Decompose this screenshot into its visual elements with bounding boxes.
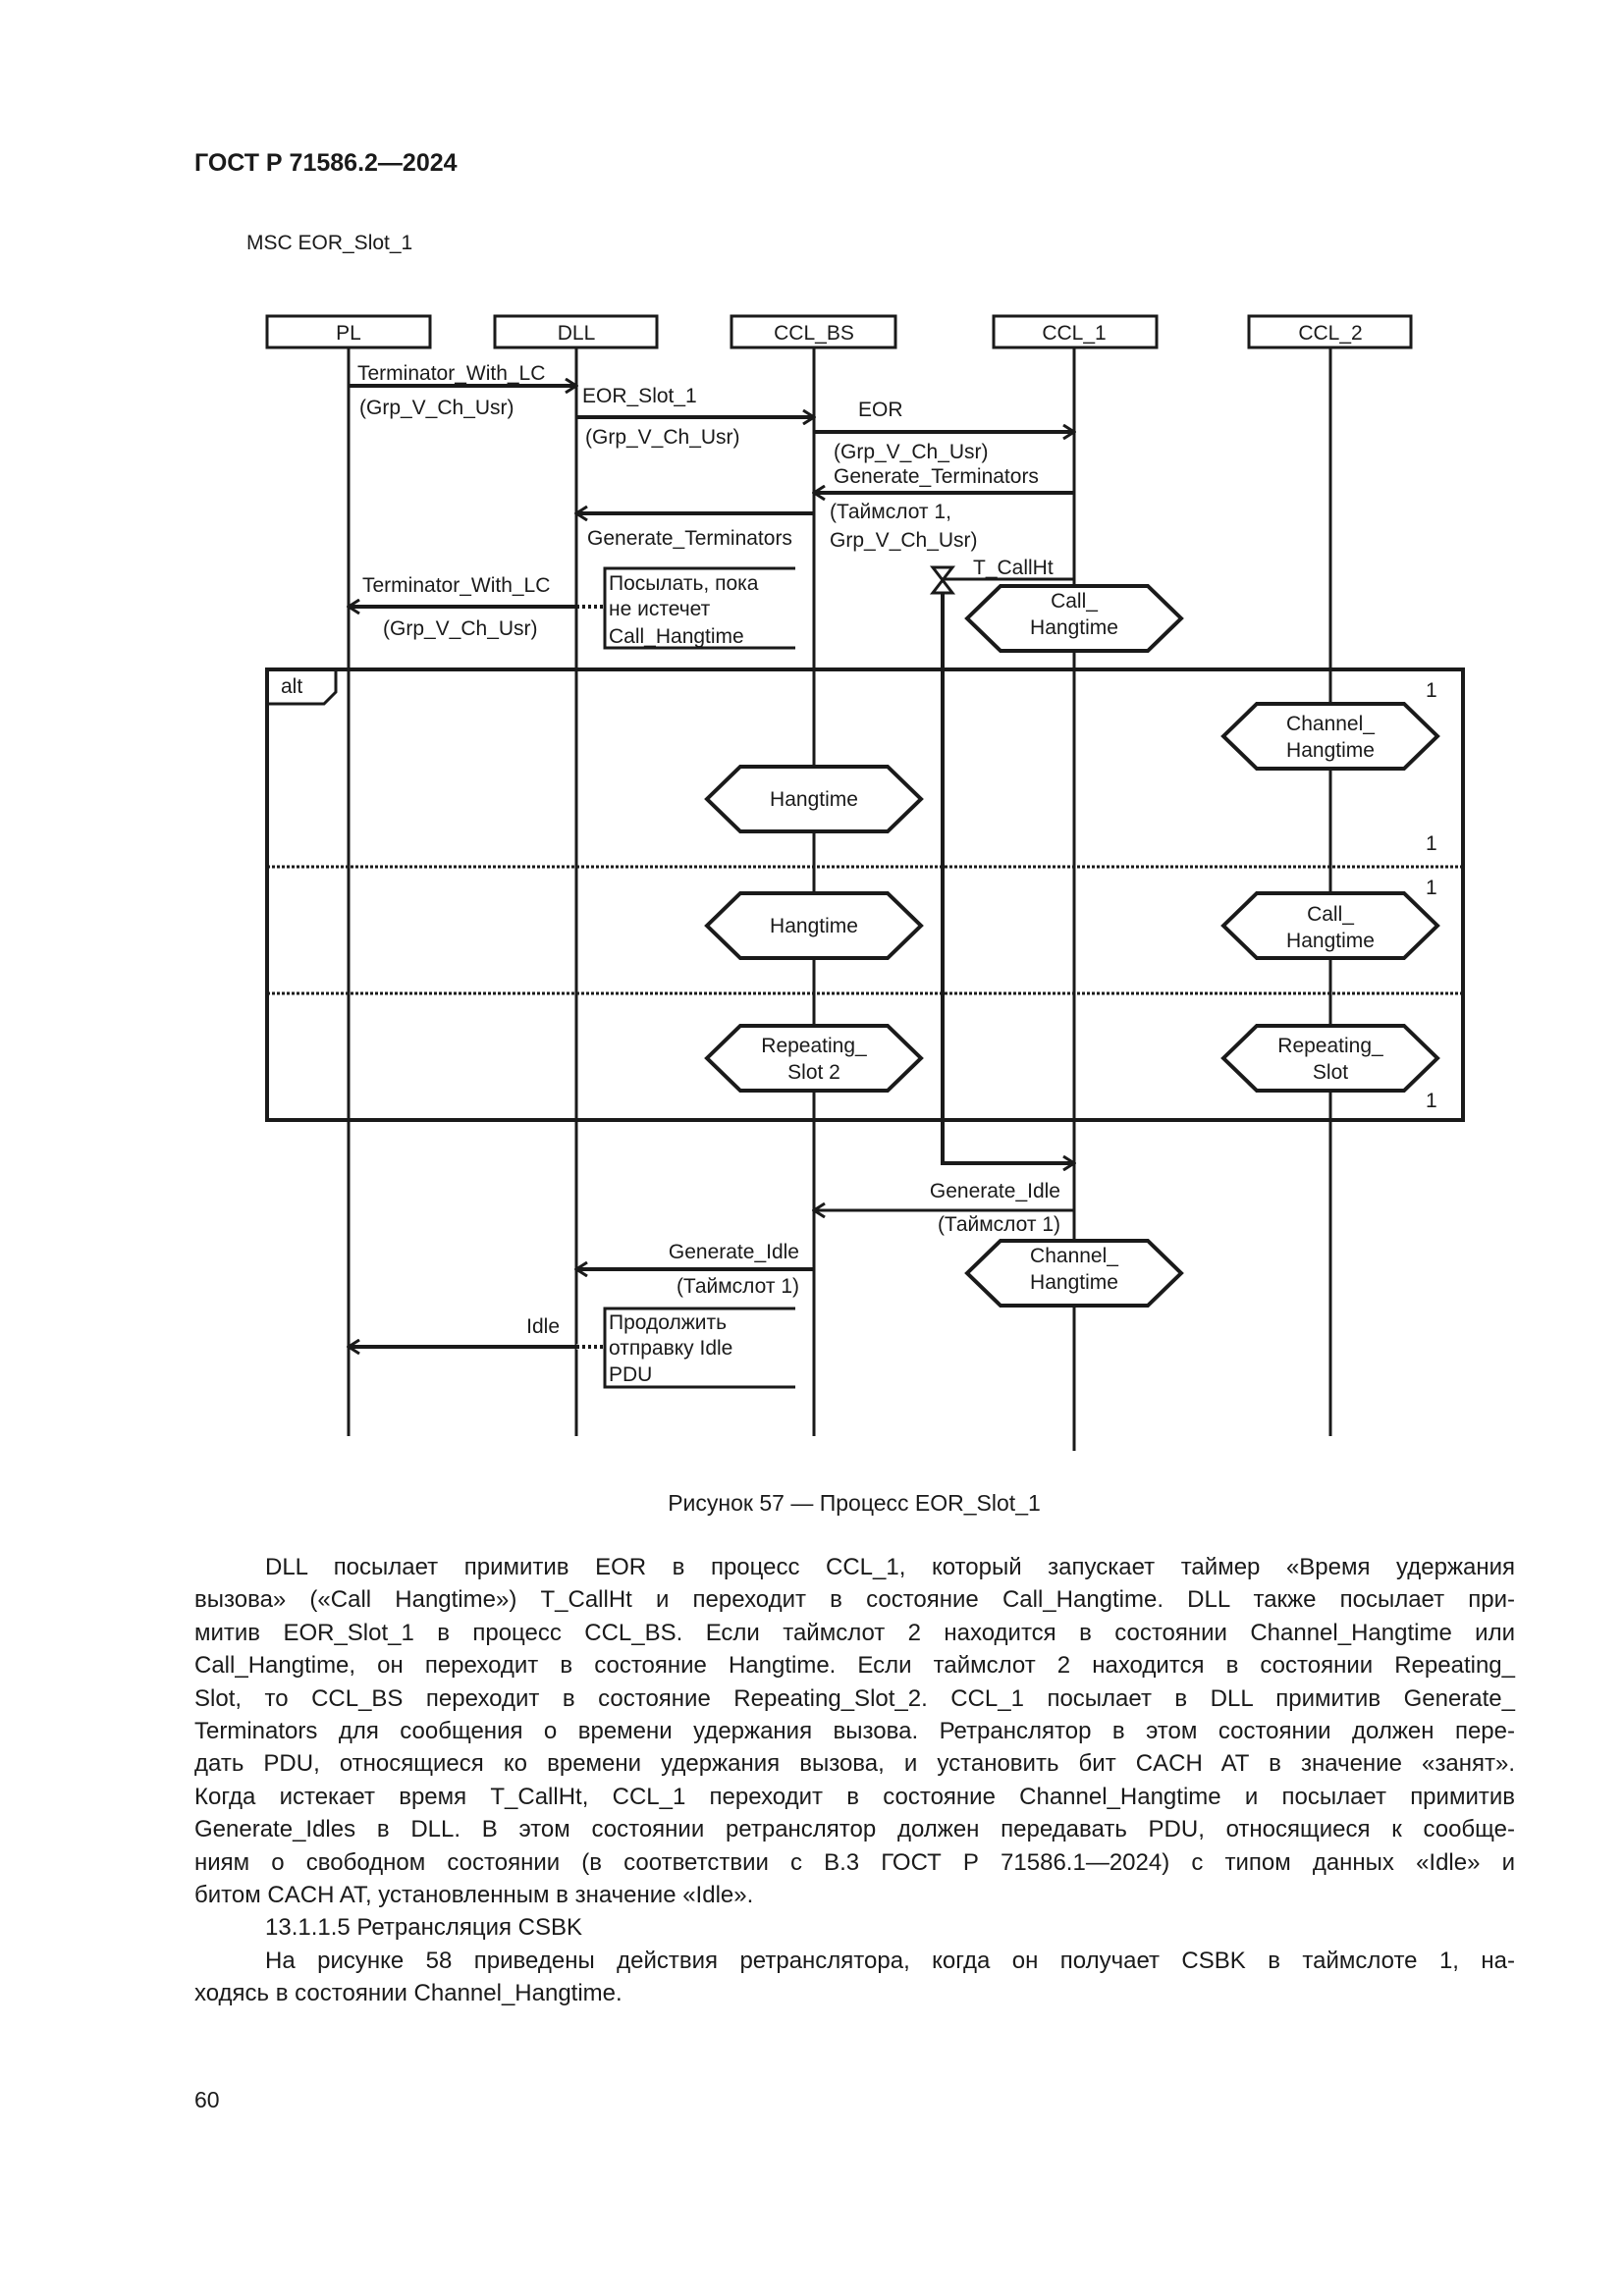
- message-param: (Grp_V_Ch_Usr): [585, 426, 740, 449]
- message-label: Terminator_With_LC: [357, 362, 545, 385]
- alt-label-tab: [267, 669, 338, 706]
- page-number: 60: [194, 2087, 220, 2112]
- instance-name: CCL_BS: [774, 322, 854, 345]
- state-label: Hangtime: [1286, 739, 1375, 762]
- state-label: Slot 2: [787, 1061, 840, 1084]
- text-line: Когда истекает время T_CallHt, CCL_1 пер…: [194, 1783, 1515, 1810]
- instance-name: CCL_2: [1298, 322, 1362, 345]
- state-label: Channel_: [1030, 1245, 1118, 1267]
- state-label: Repeating_: [761, 1035, 867, 1057]
- state-label: Call_: [1307, 903, 1354, 926]
- message-param: (Grp_V_Ch_Usr): [359, 397, 514, 419]
- text-line: битом CACH AT, установленным в значение …: [194, 1881, 754, 1908]
- instance-name: DLL: [558, 322, 596, 345]
- note-line: Посылать, пока: [609, 572, 759, 595]
- alt-frame: [265, 667, 1465, 1122]
- note-line: отправку Idle: [609, 1337, 732, 1360]
- message-label: Generate_Idle: [669, 1241, 799, 1263]
- note-line: не истечет: [609, 598, 711, 620]
- state-label: Hangtime: [770, 915, 858, 937]
- figure-caption: Рисунок 57 — Процесс EOR_Slot_1: [668, 1490, 1041, 1516]
- text-line: ходясь в состоянии Channel_Hangtime.: [194, 1980, 623, 2007]
- state-label: Call_: [1051, 590, 1098, 613]
- state-repeating-slot-2-ccl-bs: [704, 1024, 924, 1093]
- text-line: ниям о свободном состоянии (в соответств…: [194, 1848, 1515, 1876]
- section-heading: 13.1.1.5 Ретрансляция CSBK: [265, 1914, 583, 1942]
- message-param: (Таймслот 1,: [830, 501, 951, 523]
- state-channel-hangtime-ccl-2: [1220, 702, 1440, 771]
- message-param: (Grp_V_Ch_Usr): [834, 441, 989, 463]
- message-label: Terminator_With_LC: [362, 574, 550, 597]
- state-label: Hangtime: [1030, 1271, 1118, 1294]
- instance-name: PL: [336, 322, 361, 345]
- body-text: DLL посылает примитив EOR в процесс CCL_…: [194, 1551, 1515, 2009]
- message-param: (Таймслот 1): [938, 1213, 1060, 1236]
- message-param: (Таймслот 1): [677, 1275, 799, 1298]
- alt-operand-mark: 1: [1426, 1090, 1437, 1112]
- state-label: Hangtime: [1286, 930, 1375, 952]
- alt-operand-mark: 1: [1426, 832, 1437, 855]
- message-label: Idle: [526, 1315, 560, 1338]
- message-label: Generate_Terminators: [587, 527, 792, 550]
- message-label: Generate_Terminators: [834, 465, 1039, 488]
- note-line: PDU: [609, 1363, 652, 1386]
- state-label: Hangtime: [1030, 616, 1118, 639]
- timer-timeout-line: [941, 593, 1074, 1163]
- instance-name: CCL_1: [1042, 322, 1106, 345]
- alt-operand-mark: 1: [1426, 679, 1437, 702]
- state-repeating-slot-ccl-2: [1220, 1024, 1440, 1093]
- text-line: Terminators для сообщения о времени удер…: [194, 1717, 1515, 1744]
- state-channel-hangtime-ccl-1: [964, 1239, 1184, 1308]
- state-label: Slot: [1313, 1061, 1348, 1084]
- note-box-2: [603, 1307, 795, 1389]
- state-label: Hangtime: [770, 788, 858, 811]
- timer-icon: [929, 565, 956, 595]
- text-line: Generate_Idles в DLL. В этом состоянии р…: [194, 1816, 1515, 1843]
- text-line: Call_Hangtime, он переходит в состояние …: [194, 1652, 1515, 1680]
- message-label: EOR_Slot_1: [582, 385, 697, 407]
- state-hangtime-ccl-bs-1: [704, 765, 924, 833]
- msc-title: MSC EOR_Slot_1: [246, 232, 413, 254]
- document-header: ГОСТ Р 71586.2—2024: [194, 149, 458, 177]
- state-call-hangtime-ccl-1: [964, 584, 1184, 653]
- text-line: На рисунке 58 приведены действия ретранс…: [265, 1947, 1515, 1974]
- alt-label: alt: [281, 675, 302, 698]
- message-label: EOR: [858, 399, 903, 421]
- text-line: Slot, то CCL_BS переходит в состояние Re…: [194, 1684, 1515, 1712]
- note-line: Продолжить: [609, 1311, 727, 1334]
- state-call-hangtime-ccl-2: [1220, 891, 1440, 960]
- note-line: Call_Hangtime: [609, 625, 744, 648]
- message-param: Grp_V_Ch_Usr): [830, 529, 978, 552]
- text-line: дать PDU, относящиеся ко времени удержан…: [194, 1750, 1515, 1778]
- note-box-1: [603, 566, 795, 650]
- state-label: Channel_: [1286, 713, 1375, 735]
- state-label: Repeating_: [1277, 1035, 1383, 1057]
- text-line: митив EOR_Slot_1 в процесс CCL_BS. Если …: [194, 1619, 1515, 1646]
- text-line: DLL посылает примитив EOR в процесс CCL_…: [265, 1554, 1515, 1580]
- alt-operand-mark: 1: [1426, 877, 1437, 899]
- message-param: (Grp_V_Ch_Usr): [383, 617, 538, 640]
- timer-label: T_CallHt: [973, 557, 1054, 579]
- message-label: Generate_Idle: [930, 1180, 1060, 1202]
- text-line: вызова» («Call Hangtime») T_CallHt и пер…: [194, 1586, 1515, 1614]
- state-hangtime-ccl-bs-2: [704, 891, 924, 960]
